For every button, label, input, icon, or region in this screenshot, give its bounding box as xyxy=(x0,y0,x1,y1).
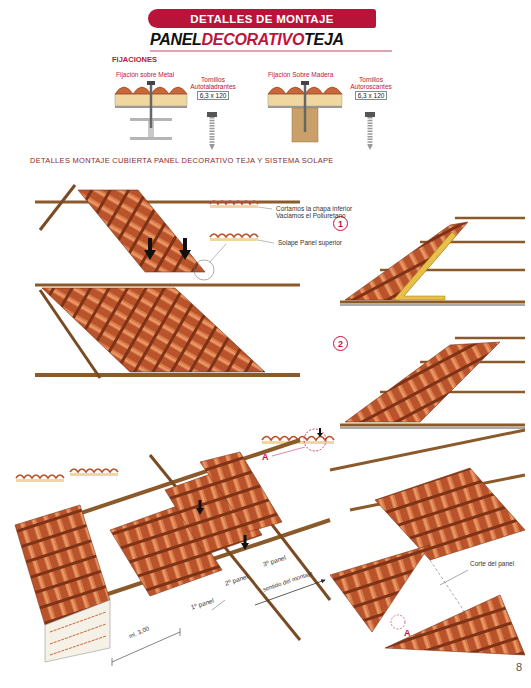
title-band: DETALLES DE MONTAJE xyxy=(148,9,376,28)
label: sentido del montaje xyxy=(262,570,313,593)
size-box: 6,3 x 120 xyxy=(197,91,230,100)
label: Cortamos la chapa inferior Vaciamos el P… xyxy=(276,205,358,220)
screw-spec: Tornillos Autoroscantes6,3 x 120 xyxy=(342,76,400,100)
screw-name: Tornillos Autotaladrantes xyxy=(184,76,242,90)
callout-text: 2 xyxy=(338,339,343,349)
label: Fijación Sobre Madera xyxy=(268,71,333,78)
roof-exploded xyxy=(35,185,300,378)
panel-profile xyxy=(210,234,258,237)
brand-word: PANEL xyxy=(150,31,202,49)
brand-row: PANELDECORATIVOTEJA xyxy=(150,31,344,49)
label: A xyxy=(404,628,411,638)
label: 1º panel xyxy=(190,597,215,611)
label: 8 xyxy=(516,661,522,674)
fixation-metal xyxy=(115,81,187,140)
callout-number: 2 xyxy=(333,336,348,351)
label: Fijación sobre Metal xyxy=(116,71,174,78)
roof-assembly xyxy=(15,440,330,666)
foam-core xyxy=(210,238,258,241)
label: 2º panel xyxy=(224,573,249,587)
panel-profile xyxy=(16,475,64,478)
label: A xyxy=(262,452,269,462)
foam-core xyxy=(210,205,258,208)
screw-icon xyxy=(207,112,375,150)
roof-step-2 xyxy=(340,338,525,428)
label: FIJACIONES xyxy=(112,56,157,65)
cut-detail xyxy=(272,428,525,655)
panel-profile xyxy=(210,201,258,204)
screw-spec: Tornillos Autotaladrantes6,3 x 120 xyxy=(184,76,242,100)
foam-core xyxy=(16,479,64,482)
label: Corte del panel xyxy=(470,560,514,567)
label: ml. 3,00 xyxy=(128,625,150,640)
screw-name: Tornillos Autoroscantes xyxy=(342,76,400,90)
callout-text: 1 xyxy=(338,219,343,229)
roof-step-1 xyxy=(340,218,525,305)
size-box: 6,3 x 120 xyxy=(355,91,388,100)
label: DETALLES MONTAJE CUBIERTA PANEL DECORATI… xyxy=(30,157,334,166)
foam-core xyxy=(70,473,118,476)
panel-profile xyxy=(70,469,118,472)
brand-word: DECORATIVO xyxy=(202,31,305,49)
title-text: DETALLES DE MONTAJE xyxy=(190,13,333,25)
fixation-wood xyxy=(268,81,342,142)
brand-word: TEJA xyxy=(304,31,344,49)
label: 3º panel xyxy=(262,554,287,568)
label: Solape Panel superior xyxy=(278,239,368,246)
